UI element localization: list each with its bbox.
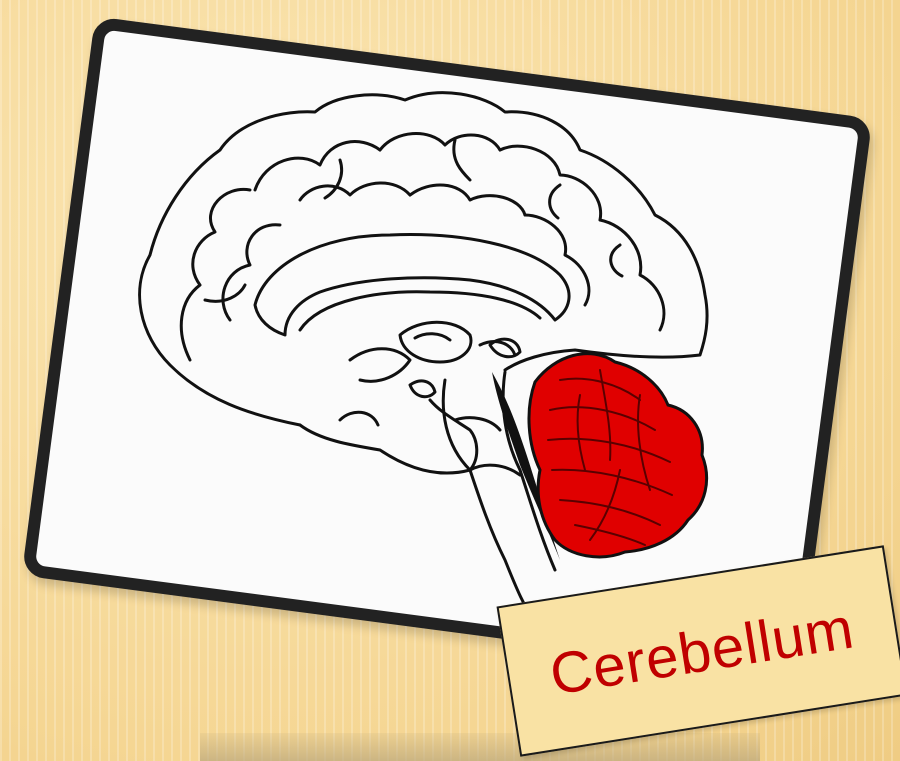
corpus-callosum: [255, 235, 569, 335]
cerebellum-label: Cerebellum: [545, 594, 858, 708]
cerebellum-highlight: [529, 354, 707, 557]
thalamus: [400, 322, 471, 362]
brainstem: [443, 380, 540, 630]
